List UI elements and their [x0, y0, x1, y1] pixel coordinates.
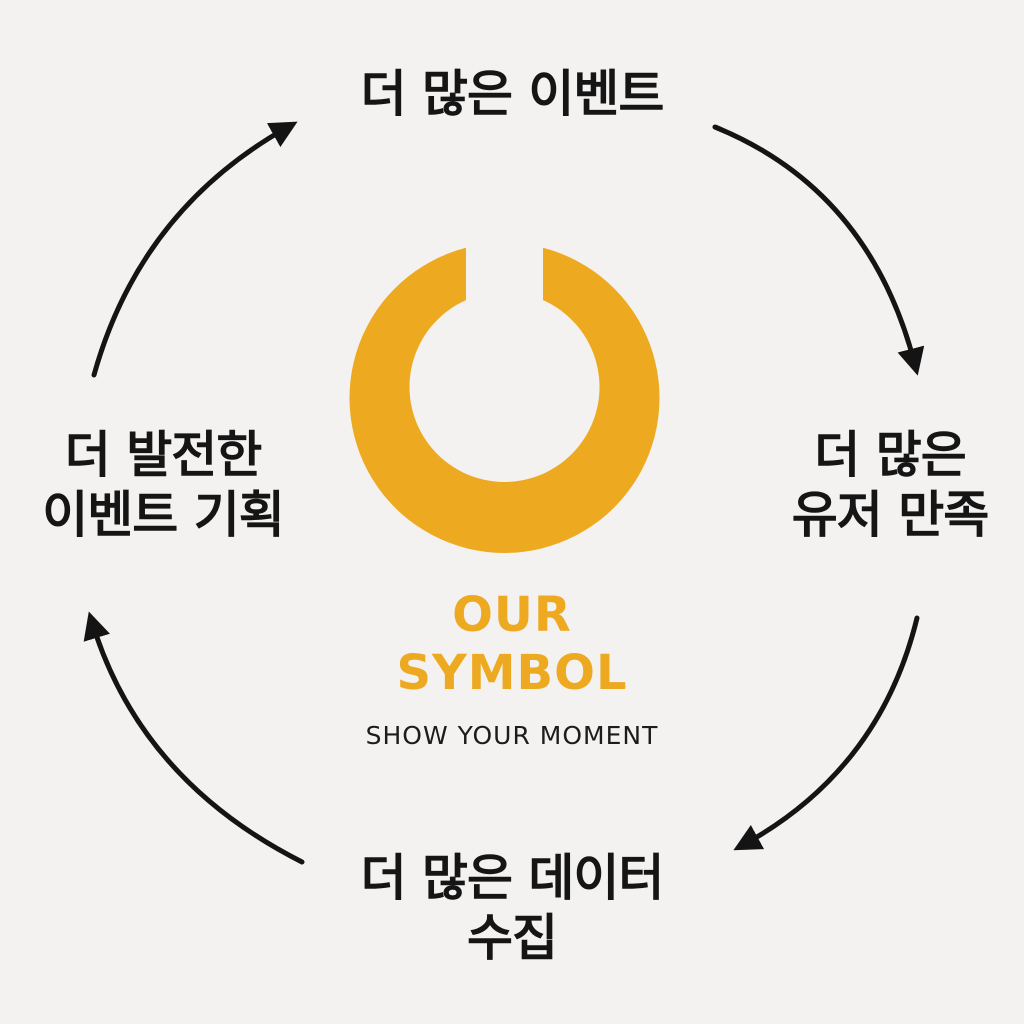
- node-label-line-1: 더 발전한: [64, 426, 262, 484]
- brand-title-line-2: SYMBOL: [396, 645, 628, 701]
- cycle-node-more-events: 더 많은 이벤트: [262, 64, 762, 124]
- node-label-line-2: 유저 만족: [791, 486, 989, 544]
- brand-tagline: SHOW YOUR MOMENT: [365, 721, 659, 750]
- arrow-right-to-bottom: [733, 615, 920, 851]
- brand-title-line-1: OUR: [452, 587, 572, 643]
- cycle-node-data-collection: 더 많은 데이터 수집: [262, 848, 762, 968]
- node-label-line-2: 수집: [467, 909, 558, 967]
- arrow-top-to-right: [712, 124, 925, 376]
- arrow-left-to-top: [91, 121, 298, 378]
- node-label: 더 많은 이벤트: [360, 65, 665, 123]
- node-label-line-2: 이벤트 기획: [42, 486, 284, 544]
- brand-title: OUR SYMBOL: [312, 586, 712, 702]
- cycle-node-user-satisfaction: 더 많은 유저 만족: [770, 425, 1010, 545]
- open-ring-power-icon: [349, 247, 660, 553]
- arrow-bottom-to-left: [83, 611, 305, 865]
- cycle-node-event-planning: 더 발전한 이벤트 기획: [8, 425, 318, 545]
- node-label-line-1: 더 많은: [814, 426, 966, 484]
- node-label-line-1: 더 많은 데이터: [360, 849, 665, 907]
